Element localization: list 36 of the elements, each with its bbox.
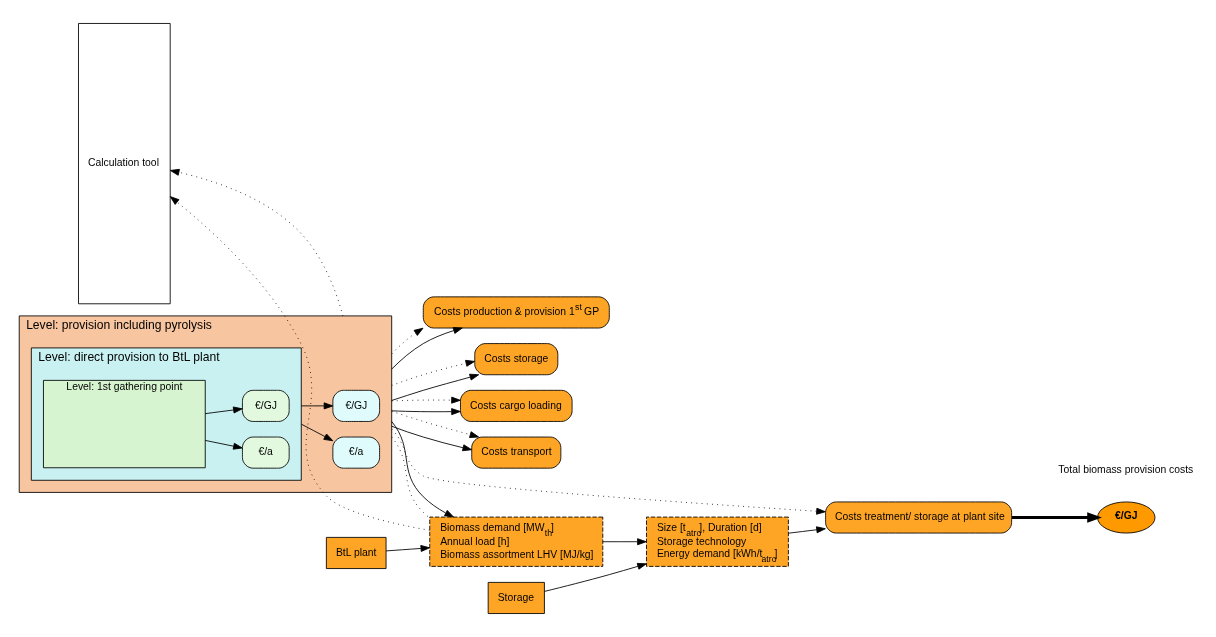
arrow — [169, 196, 431, 531]
node-box: €/GJ — [332, 389, 380, 422]
arrow — [391, 327, 463, 370]
node-box: Costs cargo loading — [460, 389, 573, 422]
arrow — [300, 402, 334, 410]
arrow — [391, 428, 826, 515]
arrow — [391, 359, 476, 386]
arrow — [391, 425, 473, 452]
node-box: BtL plant — [325, 536, 387, 569]
arrow — [204, 406, 243, 415]
node-box: Level: 1st gathering point — [43, 379, 206, 469]
arrow — [788, 526, 826, 534]
arrow — [391, 421, 454, 518]
node-box: Costs transport — [471, 436, 562, 469]
arrow — [300, 423, 334, 442]
arrow — [544, 562, 647, 592]
node-box: Costs treatment/ storage at plant site — [825, 501, 1013, 534]
node-box: €/GJ — [242, 389, 290, 422]
arrow — [1011, 512, 1102, 523]
node-box: €/a — [242, 436, 290, 469]
arrow — [391, 373, 480, 401]
arrow — [391, 396, 461, 404]
connector — [391, 436, 430, 519]
arrow — [391, 410, 480, 439]
arrow — [204, 440, 243, 450]
node-box: Costs storage — [474, 343, 559, 376]
node-box: Calculation tool — [78, 23, 171, 305]
node-label: Total biomass provision costs — [1058, 464, 1194, 476]
arrow — [385, 544, 431, 552]
node-box: Storage — [487, 581, 545, 614]
arrow — [391, 408, 461, 416]
node-ellipse: €/GJ — [1097, 501, 1156, 534]
arrow — [602, 538, 647, 546]
arrow — [391, 327, 424, 355]
node-box: €/a — [332, 436, 380, 469]
arrow — [169, 168, 344, 317]
